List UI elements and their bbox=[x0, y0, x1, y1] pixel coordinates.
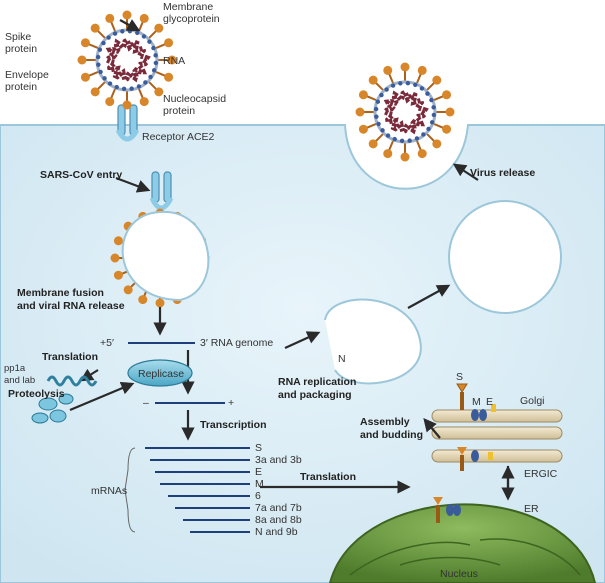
golgi-cisterna-2 bbox=[431, 426, 563, 440]
transcription-label: Transcription bbox=[200, 419, 267, 431]
mrna-label: 3a and 3b bbox=[255, 454, 302, 466]
nucleus-folds bbox=[349, 538, 581, 576]
replicase-label: Replicase bbox=[138, 368, 184, 380]
ace2-receptor bbox=[115, 104, 140, 142]
plus5-label: +5′ bbox=[100, 337, 114, 349]
replication-label-1: RNA replication bbox=[278, 376, 356, 388]
mrna-label: 7a and 7b bbox=[255, 502, 302, 514]
pp1a-helix bbox=[46, 375, 98, 387]
ace2-receptor-2 bbox=[149, 171, 174, 211]
mrna-lines bbox=[145, 447, 250, 533]
envelope-label-2: protein bbox=[5, 81, 37, 93]
er-label: ER bbox=[524, 503, 539, 515]
translation2-label: Translation bbox=[300, 471, 356, 483]
golgi-proteins bbox=[433, 383, 496, 523]
fusion-label-1: Membrane fusion bbox=[17, 287, 104, 299]
fusion-vesicle bbox=[121, 210, 210, 302]
proteolysis-label: Proteolysis bbox=[8, 388, 65, 400]
genome-label: 3′ RNA genome bbox=[200, 337, 273, 349]
release-vesicle bbox=[448, 200, 562, 314]
plus-label: + bbox=[228, 397, 234, 409]
mrna-brace bbox=[124, 447, 136, 533]
pp1a-label-1: pp1a bbox=[4, 363, 26, 374]
release-label: Virus release bbox=[470, 167, 535, 179]
ergic-label: ERGIC bbox=[524, 468, 558, 480]
pp1a-label-2: and lab bbox=[4, 375, 35, 386]
replicase bbox=[127, 359, 193, 387]
minus-label: – bbox=[143, 397, 149, 409]
m-label: M bbox=[472, 396, 481, 408]
packaging-vesicle bbox=[324, 298, 422, 385]
s-label: S bbox=[456, 371, 463, 383]
receptor-label: Receptor ACE2 bbox=[142, 131, 215, 143]
mrna-label: M bbox=[255, 478, 264, 490]
mrna-label: N and 9b bbox=[255, 526, 298, 538]
virion-top bbox=[77, 10, 177, 110]
n-label: N bbox=[338, 353, 346, 365]
mrna-label: S bbox=[255, 442, 262, 454]
spike-label-2: protein bbox=[5, 43, 37, 55]
assembly-label-1: Assembly bbox=[360, 416, 410, 428]
translation-label: Translation bbox=[42, 351, 98, 363]
process-arrows bbox=[69, 19, 515, 501]
fusion-label-2: and viral RNA release bbox=[17, 300, 125, 312]
mrnas-label: mRNAs bbox=[91, 485, 127, 497]
e-label: E bbox=[486, 396, 493, 408]
rna-label: RNA bbox=[163, 55, 185, 67]
replication-label-2: and packaging bbox=[278, 389, 352, 401]
golgi-cisterna-1 bbox=[431, 409, 563, 423]
mrna-label: 6 bbox=[255, 490, 261, 502]
proteolysis-fragments bbox=[31, 393, 74, 424]
envelope-label-1: Envelope bbox=[5, 69, 49, 81]
assembly-label-2: and budding bbox=[360, 429, 423, 441]
spike-label-1: Spike bbox=[5, 31, 31, 43]
nucleus-label: Nucleus bbox=[440, 568, 478, 580]
mrna-label: 8a and 8b bbox=[255, 514, 302, 526]
golgi-label: Golgi bbox=[520, 395, 545, 407]
virion-budding bbox=[355, 62, 455, 162]
nucleocapsid-label-2: protein bbox=[163, 105, 195, 117]
membrane-glycoprotein-label-1: Membrane bbox=[163, 1, 213, 13]
nucleocapsid-label-1: Nucleocapsid bbox=[163, 93, 226, 105]
mrna-label: E bbox=[255, 466, 262, 478]
membrane-glycoprotein-label-2: glycoprotein bbox=[163, 13, 220, 25]
entry-label: SARS-CoV entry bbox=[40, 169, 122, 181]
ergic-cisterna bbox=[431, 449, 563, 463]
